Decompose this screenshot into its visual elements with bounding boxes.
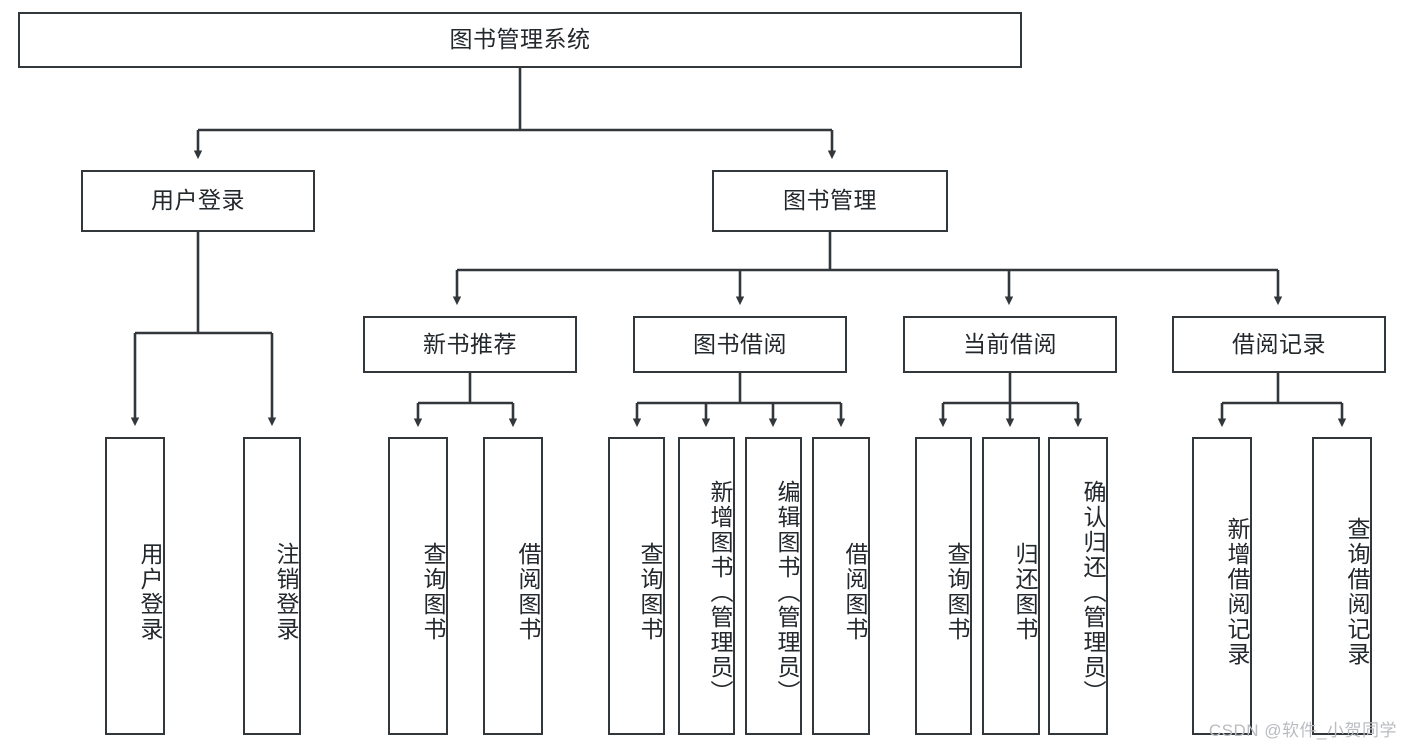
leaf-book-borrow-query[interactable]: 查询图书 [608, 437, 665, 735]
leaf-book-borrow-add[interactable]: 新增图书（管理员） [678, 437, 735, 735]
node-root[interactable]: 图书管理系统 [18, 12, 1022, 68]
watermark: CSDN @软件_小贺同学 [1208, 721, 1397, 740]
leaf-label: 借阅图书 [515, 542, 541, 642]
leaf-label: 借阅图书 [842, 542, 868, 642]
leaf-new-book-borrow[interactable]: 借阅图书 [483, 437, 543, 735]
leaf-label: 查询图书 [944, 542, 970, 642]
leaf-current-borrow-return[interactable]: 归还图书 [982, 437, 1040, 735]
leaf-label: 查询图书 [637, 542, 663, 642]
node-user-login-label: 用户登录 [151, 187, 245, 214]
leaf-label: 编辑图书（管理员） [774, 479, 800, 705]
node-book-borrow[interactable]: 图书借阅 [633, 316, 847, 373]
leaf-label: 用户登录 [137, 542, 163, 642]
node-book-management[interactable]: 图书管理 [712, 170, 948, 232]
node-user-login[interactable]: 用户登录 [81, 170, 315, 232]
leaf-current-borrow-confirm[interactable]: 确认归还（管理员） [1048, 437, 1108, 735]
leaf-book-borrow-edit[interactable]: 编辑图书（管理员） [745, 437, 802, 735]
leaf-user-login-signin[interactable]: 用户登录 [105, 437, 165, 735]
node-book-borrow-label: 图书借阅 [693, 330, 787, 357]
node-borrow-record-label: 借阅记录 [1232, 330, 1326, 357]
leaf-new-book-query[interactable]: 查询图书 [388, 437, 448, 735]
node-new-book-recommend-label: 新书推荐 [423, 330, 517, 357]
node-book-management-label: 图书管理 [783, 187, 877, 214]
leaf-borrow-record-query[interactable]: 查询借阅记录 [1312, 437, 1372, 735]
leaf-label: 注销登录 [273, 542, 299, 642]
leaf-label: 归还图书 [1012, 542, 1038, 642]
leaf-user-login-signout[interactable]: 注销登录 [243, 437, 301, 735]
leaf-label: 查询借阅记录 [1344, 517, 1370, 667]
leaf-borrow-record-add[interactable]: 新增借阅记录 [1192, 437, 1252, 735]
leaf-label: 新增图书（管理员） [707, 479, 733, 705]
leaf-label: 查询图书 [420, 542, 446, 642]
leaf-label: 确认归还（管理员） [1080, 479, 1106, 705]
leaf-current-borrow-query[interactable]: 查询图书 [915, 437, 972, 735]
node-current-borrow-label: 当前借阅 [963, 330, 1057, 357]
node-current-borrow[interactable]: 当前借阅 [903, 316, 1117, 373]
leaf-label: 新增借阅记录 [1224, 517, 1250, 667]
leaf-book-borrow-lend[interactable]: 借阅图书 [812, 437, 870, 735]
node-borrow-record[interactable]: 借阅记录 [1172, 316, 1386, 373]
node-root-label: 图书管理系统 [449, 26, 591, 53]
node-new-book-recommend[interactable]: 新书推荐 [363, 316, 577, 373]
